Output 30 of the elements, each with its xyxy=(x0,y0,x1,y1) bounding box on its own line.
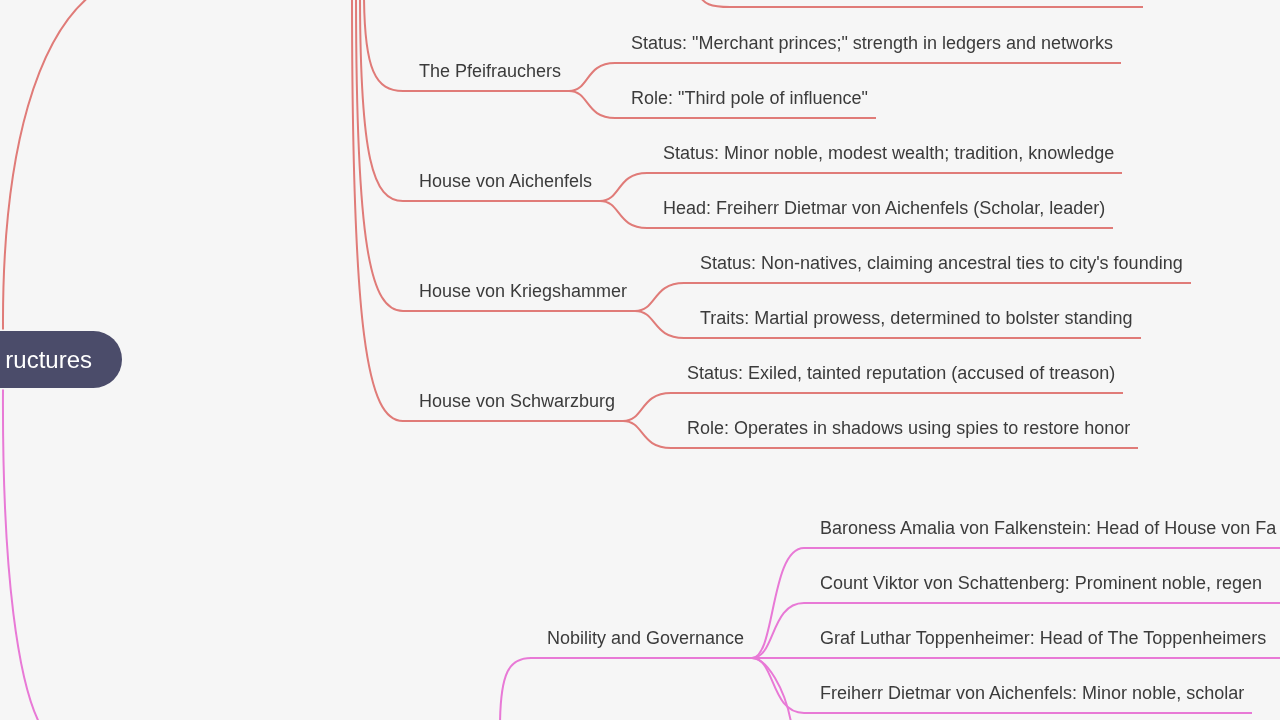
central-topic-pill xyxy=(0,331,122,388)
topic-text: Nobility and Governance xyxy=(547,627,745,649)
branch-line xyxy=(599,200,648,229)
branch-line xyxy=(363,0,404,92)
topic-text: Graf Luthar Toppenheimer: Head of The Toppenheimers xyxy=(820,627,1267,649)
branch-line xyxy=(634,310,685,339)
branch-line xyxy=(751,657,793,720)
central-topic-text: ructures xyxy=(5,344,92,375)
topic-text: Role: Operates in shadows using spies to restore honor xyxy=(687,417,1131,439)
topic-text: Head: Freiherr Dietmar von Aichenfels (Scholar, leader) xyxy=(663,197,1106,219)
branch-line xyxy=(355,0,404,312)
topic-text: Status: Exiled, tainted reputation (accused of treason) xyxy=(687,362,1116,384)
topic-text: Status: Minor noble, modest wealth; tradition, knowledge xyxy=(663,142,1115,164)
topic-text: Traits: Martial prowess, determined to bolster standing xyxy=(700,307,1133,329)
branch-line xyxy=(359,0,404,202)
topic-text: House von Schwarzburg xyxy=(419,390,616,412)
topic-text: House von Kriegshammer xyxy=(419,280,628,302)
topic-text: Baroness Amalia von Falkenstein: Head of House von Fa xyxy=(820,517,1277,539)
topic-text: Status: "Merchant princes;" strength in ledgers and networks xyxy=(631,32,1114,54)
topic-text: Count Viktor von Schattenberg: Prominent noble, regen xyxy=(820,572,1262,594)
topic-text: Status: Non-natives, claiming ancestral ties to city's founding xyxy=(700,252,1183,274)
branch-line xyxy=(568,90,616,119)
branch-line xyxy=(751,547,805,659)
branch-line xyxy=(499,657,532,720)
topic-text: Freiherr Dietmar von Aichenfels: Minor noble, scholar xyxy=(820,682,1245,704)
topic-text: The Pfeifrauchers xyxy=(419,60,562,82)
topic-text: Role: "Third pole of influence" xyxy=(631,87,868,109)
topic-text: House von Aichenfels xyxy=(419,170,593,192)
branch-line xyxy=(351,0,404,422)
branch-line xyxy=(622,420,672,449)
